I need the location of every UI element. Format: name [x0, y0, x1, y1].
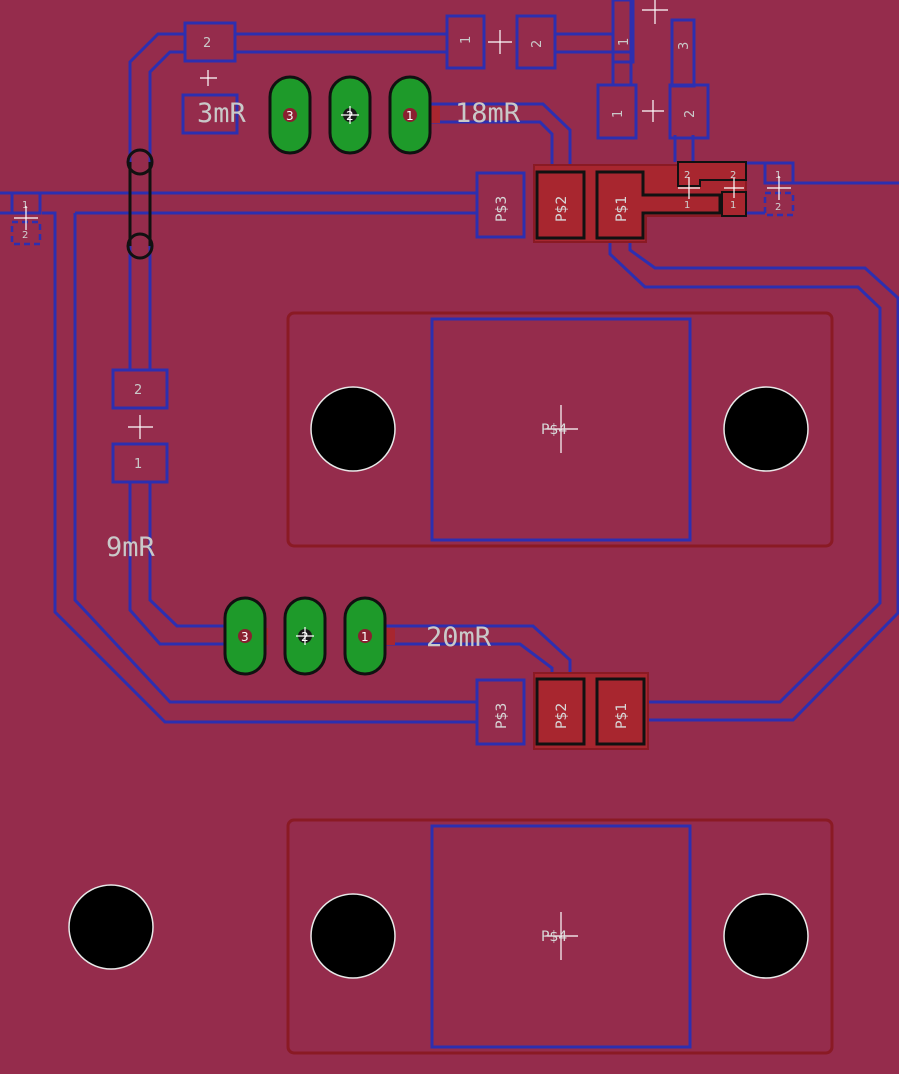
svg-text:1: 1	[134, 457, 142, 472]
svg-text:P$1: P$1	[614, 196, 630, 222]
svg-text:2: 2	[22, 230, 28, 241]
pad-label: P$4	[541, 929, 567, 945]
mounting-hole	[723, 893, 809, 979]
svg-text:1: 1	[730, 200, 736, 211]
svg-text:P$3: P$3	[494, 196, 510, 222]
svg-text:2: 2	[684, 170, 690, 181]
svg-text:1: 1	[406, 109, 414, 123]
smd-pads: 2 1 2 1 3 1 2 P$3 P$3 2	[10, 0, 795, 746]
svg-text:2: 2	[730, 170, 736, 181]
svg-text:1: 1	[459, 36, 474, 44]
svg-text:P$2: P$2	[554, 196, 570, 222]
traces	[0, 0, 899, 724]
svg-text:3: 3	[286, 109, 294, 123]
label-3mr: 3mR	[197, 98, 247, 129]
trace-top-inner	[148, 50, 185, 140]
label-20mr: 20mR	[426, 622, 492, 653]
svg-text:1: 1	[617, 38, 632, 46]
pad-label: P$4	[541, 422, 567, 438]
svg-text:1: 1	[684, 200, 690, 211]
value-labels: 3mR 18mR 9mR 20mR	[106, 98, 521, 653]
svg-text:2: 2	[683, 110, 698, 118]
mounting-hole	[310, 893, 396, 979]
label-18mr: 18mR	[455, 98, 521, 129]
transistor-q2: P$2 P$1	[535, 677, 646, 746]
svg-text:1: 1	[775, 170, 781, 181]
svg-text:1: 1	[22, 200, 28, 211]
svg-text:P$1: P$1	[614, 703, 630, 729]
mounting-hole	[68, 884, 154, 970]
label-9mr: 9mR	[106, 532, 156, 563]
mounting-hole	[723, 386, 809, 472]
resistor-bottom-pads: 3 2 1	[223, 596, 387, 676]
mounting-hole	[310, 386, 396, 472]
module-bottom: P$4	[286, 818, 834, 1055]
svg-text:2: 2	[530, 40, 545, 48]
svg-text:2: 2	[134, 383, 142, 398]
svg-text:P$2: P$2	[554, 703, 570, 729]
svg-text:3: 3	[677, 42, 692, 50]
svg-text:1: 1	[611, 110, 626, 118]
trace-top-outer	[128, 32, 185, 140]
vias	[126, 148, 154, 260]
svg-text:P$3: P$3	[494, 703, 510, 729]
svg-text:3: 3	[241, 630, 249, 644]
module-top: P$4	[286, 311, 834, 548]
svg-text:2: 2	[775, 202, 781, 213]
svg-text:1: 1	[361, 630, 369, 644]
transistor-q1: P$2 P$1 2 2 1 1	[535, 161, 747, 240]
svg-text:2: 2	[203, 36, 211, 51]
resistor-top-pads: 3 2 1	[268, 75, 432, 155]
